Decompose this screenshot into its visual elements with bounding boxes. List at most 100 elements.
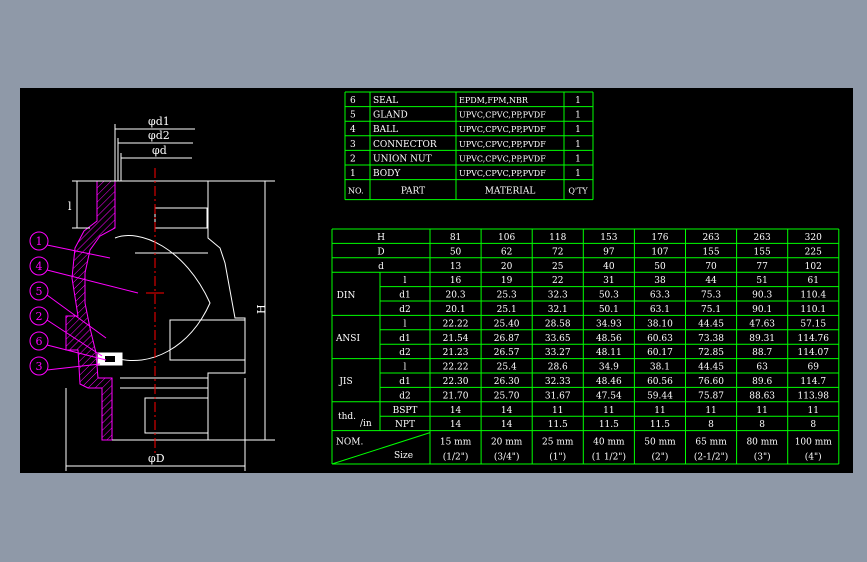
part-name: BALL	[373, 125, 398, 135]
dim-cell: 107	[651, 247, 668, 257]
dim-cell: 263	[754, 233, 771, 243]
dim-cell: 31	[603, 276, 614, 286]
dim-cell: 88.7	[752, 348, 772, 358]
nom-size-inch: (1 1/2")	[592, 452, 626, 463]
callout-number: 2	[36, 310, 43, 323]
nom-size-mm: 15 mm	[440, 438, 472, 448]
dim-cell: 89.31	[749, 334, 775, 344]
dim-cell: 14	[501, 420, 513, 430]
callout-number: 3	[36, 360, 43, 373]
dim-row-label: d1	[399, 291, 411, 301]
part-qty: 1	[575, 140, 581, 150]
part-name: CONNECTOR	[373, 140, 437, 150]
dim-cell: 26.87	[494, 334, 520, 344]
nom-size-mm: 50 mm	[644, 438, 676, 448]
callout-number: 6	[36, 335, 43, 348]
dim-cell: 153	[600, 233, 617, 243]
dim-cell: 73.38	[698, 334, 724, 344]
dim-cell: 320	[805, 233, 822, 243]
dim-cell: 114.76	[798, 334, 830, 344]
dimension-lines	[65, 124, 275, 471]
dim-cell: 11.5	[599, 420, 619, 430]
group-label-thd: thd.	[338, 412, 356, 422]
dim-cell: 13	[450, 262, 462, 272]
dim-cell: 32.3	[548, 291, 568, 301]
part-material: UPVC,CPVC,PP,PVDF	[459, 154, 546, 163]
callout-number: 4	[36, 260, 43, 273]
part-no: 2	[350, 154, 356, 164]
dim-cell: 60.17	[647, 348, 673, 358]
dim-cell: 38	[654, 276, 666, 286]
nom-size-mm: 80 mm	[746, 438, 778, 448]
dim-cell: 22	[552, 276, 563, 286]
gland-outline	[154, 207, 208, 229]
dim-cell: 8	[810, 420, 816, 430]
dim-row-label: NPT	[395, 420, 415, 430]
connector-outline	[169, 319, 246, 361]
part-material: UPVC,CPVC,PP,PVDF	[459, 125, 546, 134]
body-section-hatch	[65, 180, 116, 441]
dim-cell: 72.85	[698, 348, 724, 358]
dim-cell: 34.93	[596, 319, 622, 329]
dim-cell: 75.3	[701, 291, 721, 301]
dim-cell: 176	[651, 233, 668, 243]
dim-l-label: l	[68, 200, 72, 213]
dim-cell: 22.22	[443, 363, 469, 373]
callout-circle	[29, 356, 49, 376]
dim-cell: 47.54	[596, 391, 622, 401]
dim-cell: 20.1	[446, 305, 466, 315]
dim-cell: 118	[549, 233, 566, 243]
dim-row-label: H	[377, 233, 385, 243]
header-no: NO.	[348, 187, 364, 196]
dim-cell: 11	[603, 406, 614, 416]
dim-cell: 28.58	[545, 319, 571, 329]
dim-cell: 75.1	[701, 305, 721, 315]
dim-cell: 90.1	[752, 305, 772, 315]
dim-cell: 75.87	[698, 391, 724, 401]
callout-leader	[46, 363, 101, 371]
dim-row-label: d1	[399, 334, 411, 344]
dim-cell: 48.11	[596, 348, 622, 358]
dim-cell: 63.1	[650, 305, 670, 315]
dim-cell: 11	[552, 406, 563, 416]
dim-row-label: l	[404, 363, 407, 373]
valve-cross-section	[65, 168, 246, 453]
dim-cell: 263	[702, 233, 719, 243]
dim-cell: 114.7	[800, 377, 826, 387]
dim-cell: 25	[552, 262, 564, 272]
dim-cell: 11	[705, 406, 716, 416]
dim-cell: 25.4	[497, 363, 517, 373]
header-qty: Q'TY	[568, 187, 588, 196]
callout-leader	[46, 244, 111, 259]
part-material: EPDM,FPM,NBR	[459, 96, 529, 105]
dim-row-label: BSPT	[393, 406, 418, 416]
part-qty: 1	[575, 169, 581, 179]
part-material: UPVC,CPVC,PP,PVDF	[459, 140, 546, 149]
callout-circle	[29, 256, 49, 276]
dim-cell: 47.63	[749, 319, 775, 329]
nom-size-inch: (3/4")	[494, 452, 520, 463]
callout-circle	[29, 306, 49, 326]
dim-cell: 48.56	[596, 334, 622, 344]
part-qty: 1	[575, 125, 581, 135]
dim-row-label: l	[404, 319, 407, 329]
dim-cell: 33.65	[545, 334, 571, 344]
dim-cell: 14	[450, 420, 462, 430]
dim-cell: 110.1	[800, 305, 826, 315]
dim-cell: 14	[501, 406, 513, 416]
callout-leader	[46, 319, 103, 357]
part-name: UNION NUT	[373, 154, 432, 164]
dim-cell: 11.5	[650, 420, 670, 430]
dim-cell: 90.3	[752, 291, 772, 301]
dim-cell: 106	[498, 233, 515, 243]
dim-cell: 155	[702, 247, 719, 257]
dim-row-label: d2	[399, 391, 411, 401]
group-label-din: DIN	[337, 291, 356, 301]
dim-cell: 155	[754, 247, 771, 257]
dim-cell: 22.30	[443, 377, 469, 387]
union-nut-outline	[144, 397, 209, 434]
dim-cell: 76.60	[698, 377, 724, 387]
nom-size-mm: 65 mm	[695, 438, 727, 448]
